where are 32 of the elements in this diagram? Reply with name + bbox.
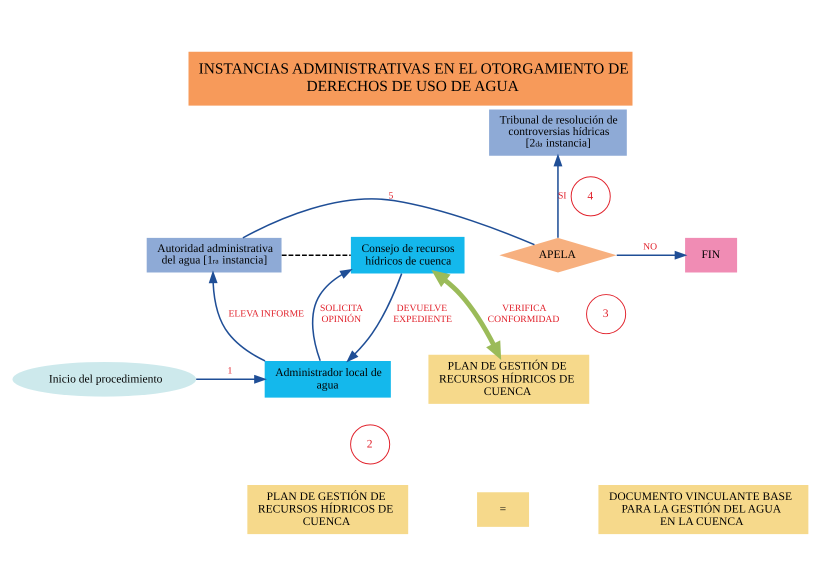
arrow [196,374,267,384]
edge-label: SI [558,190,567,202]
node-box: Administrador local de agua [264,360,391,398]
edge-label: SOLICITA OPINIÓN [320,302,364,324]
arrow [554,153,562,238]
arrow [616,250,688,260]
edge-label: 1 [227,364,232,376]
label: 4 [587,190,594,202]
node-box: FIN [685,237,738,272]
node-box: DOCUMENTO VINCULANTE BASE PARA LA GESTIÓN DEL AGUA EN LA CUENCA [598,484,808,534]
node-diamond: APELA [499,237,617,272]
diagram-title: INSTANCIAS ADMINISTRATIVAS EN EL OTORGAMIENTO DE DERECHOS DE USO DE AGUA [198,60,629,94]
arrow [431,269,502,360]
node-box: Tribunal de resolución de controversias hídricas [2da instancia] [489,109,627,156]
node-box: Autoridad administrativa del agua [1ra instancia] [146,237,282,272]
edge-label: ELEVA INFORME [228,308,304,320]
node-box: PLAN DE GESTIÓN DE RECURSOS HÍDRICOS DE CUENCA [247,484,408,534]
node-box: = [477,492,530,526]
connector [242,198,535,245]
arrow [346,272,402,362]
node-ellipse: Inicio del procedimiento [12,361,196,396]
edge-label: VERIFICA CONFORMIDAD [488,302,560,324]
connector [282,254,351,256]
label: 2 [366,438,373,450]
edge-label: DEVUELVE EXPEDIENTE [393,302,452,324]
label: 3 [602,308,609,320]
node-box: Consejo de recursos hídricos de cuenca [350,236,465,274]
node-box: PLAN DE GESTIÓN DE RECURSOS HÍDRICOS DE CUENCA [428,354,590,404]
edge-label: 5 [388,190,394,202]
arrow [312,268,353,361]
edge-label: NO [643,240,658,252]
arrow [208,270,266,362]
